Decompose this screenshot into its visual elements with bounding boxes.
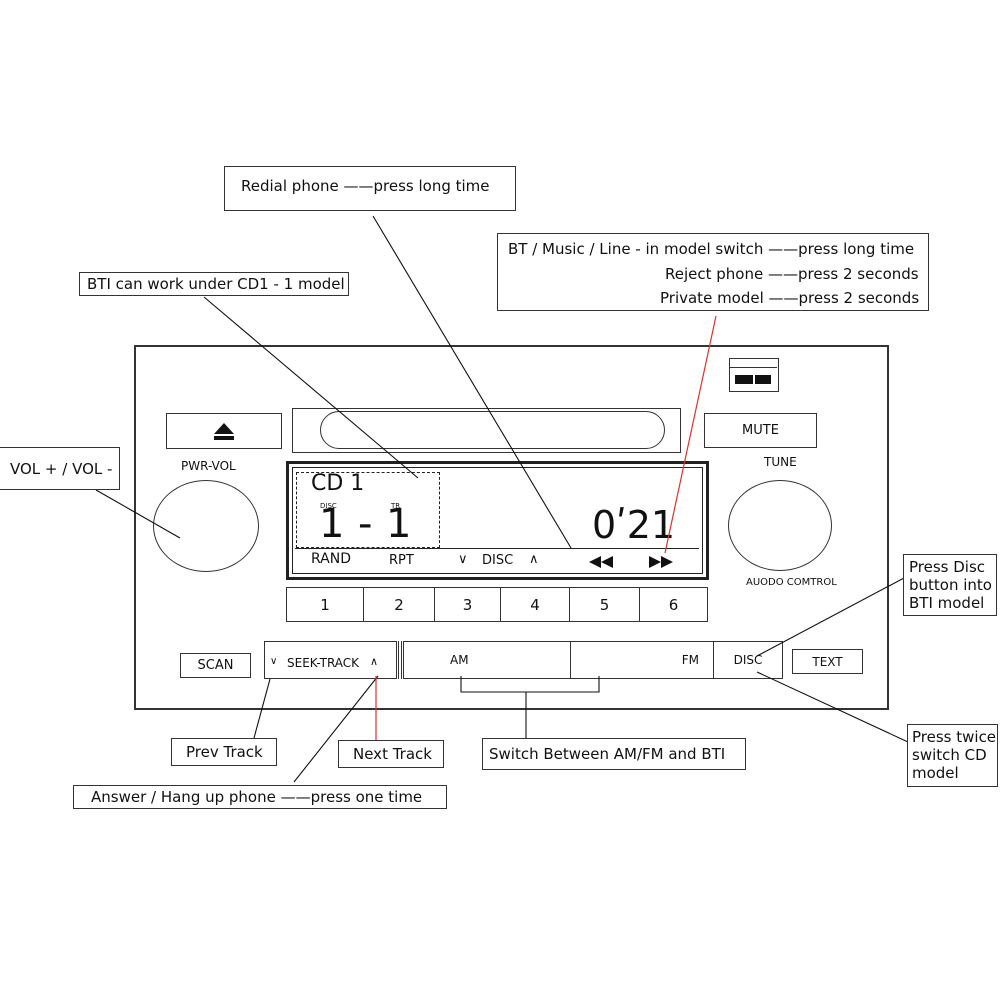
callout-reject: Reject phone ——press 2 seconds [665, 265, 919, 283]
display-disc-number: 1 [319, 501, 345, 547]
callout-answer: Answer / Hang up phone ——press one time [73, 785, 447, 809]
callout-bt-switch: BT / Music / Line - in model switch ——pr… [508, 240, 915, 258]
lcd-display [286, 461, 709, 580]
cd-slot[interactable] [320, 411, 665, 449]
fast-forward-icon [649, 556, 673, 568]
disc-button[interactable]: DISC [733, 653, 763, 667]
audio-control-label: AUODO COMTROL [746, 577, 837, 588]
eject-icon [214, 423, 234, 440]
seek-up-icon[interactable]: ∧ [370, 655, 379, 668]
preset-button-5[interactable]: 5 [570, 588, 640, 621]
seek-down-icon[interactable]: ∨ [270, 656, 278, 667]
callout-bti-work: BTI can work under CD1 - 1 model [79, 272, 349, 296]
display-rpt: RPT [389, 553, 414, 568]
callout-volume: VOL + / VOL - [0, 447, 120, 490]
callout-switch-am-fm: Switch Between AM/FM and BTI [482, 738, 746, 770]
callout-press-disc: Press Disc button into BTI model [903, 554, 997, 616]
display-disc-up: ∧ [529, 552, 539, 567]
callout-redial: Redial phone ——press long time [224, 166, 516, 211]
mode-button-row: AM FM DISC [403, 641, 783, 679]
callout-private: Private model ——press 2 seconds [660, 289, 920, 307]
volume-knob[interactable] [153, 480, 259, 572]
seek-track-button[interactable]: ∨ SEEK-TRACK ∧ [264, 641, 397, 679]
display-disc-small: DISC [320, 502, 337, 510]
display-track-number: 1 [386, 501, 412, 547]
cd-model-highlight [296, 472, 440, 548]
cd-slot-frame [292, 408, 681, 453]
fm-button[interactable]: FM [571, 642, 714, 678]
preset-row: 1 2 3 4 5 6 [286, 587, 708, 622]
scan-button[interactable]: SCAN [180, 653, 251, 678]
preset-button-2[interactable]: 2 [364, 588, 435, 621]
seek-divider [398, 641, 402, 679]
display-cd: CD 1 [311, 471, 365, 496]
callout-press-twice: Press twice switch CD model [907, 724, 998, 787]
display-divider [295, 548, 699, 549]
preset-button-4[interactable]: 4 [501, 588, 570, 621]
display-tr-small: TR [391, 502, 401, 510]
eject-button[interactable] [166, 413, 282, 449]
text-button[interactable]: TEXT [792, 649, 863, 674]
rewind-icon [589, 556, 613, 568]
preset-button-6[interactable]: 6 [668, 595, 679, 614]
display-time: 0ʹ21 [592, 503, 676, 547]
tune-label: TUNE [764, 455, 797, 469]
tune-knob[interactable] [728, 480, 832, 571]
callout-bt-controls: BT / Music / Line - in model switch ——pr… [497, 233, 929, 311]
pwr-vol-label: PWR-VOL [181, 459, 236, 473]
indicator-badge [729, 358, 779, 392]
preset-button-3[interactable]: 3 [435, 588, 501, 621]
display-disc-label: DISC [482, 553, 514, 568]
mute-label: MUTE [742, 423, 779, 438]
am-button[interactable]: AM [404, 642, 571, 678]
display-dash: - [358, 501, 373, 547]
seek-track-label: SEEK-TRACK [287, 656, 360, 670]
display-disc-down: ∨ [458, 552, 468, 567]
mute-button[interactable]: MUTE [704, 413, 817, 448]
preset-button-1[interactable]: 1 [287, 588, 364, 621]
callout-prev-track: Prev Track [171, 738, 277, 766]
callout-next-track: Next Track [338, 740, 444, 768]
display-rand: RAND [311, 551, 351, 567]
